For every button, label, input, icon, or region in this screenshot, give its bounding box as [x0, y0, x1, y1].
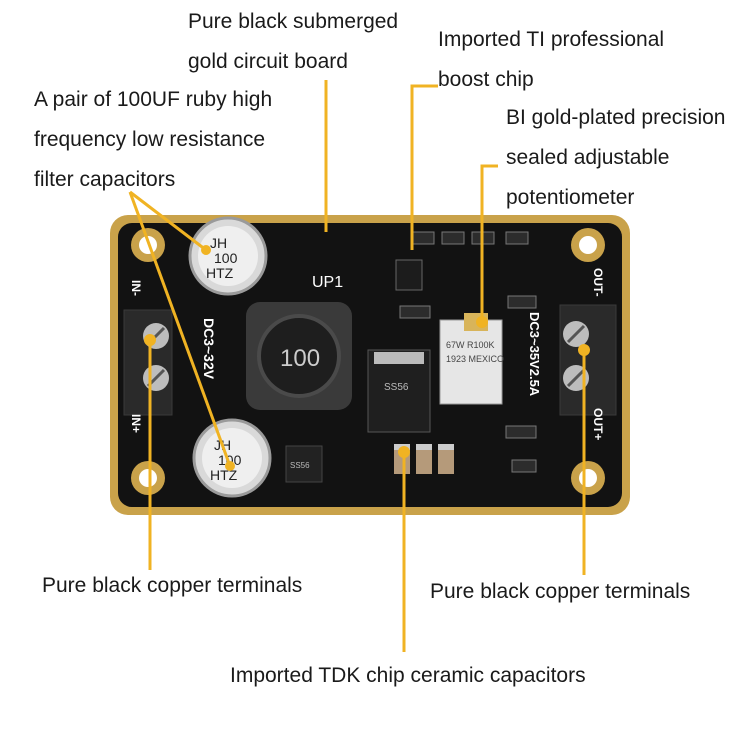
callout-dots: [144, 245, 590, 471]
cap-top-line3: HTZ: [206, 265, 234, 281]
right-terminal-block: [559, 304, 617, 416]
cap-bottom-line3: HTZ: [210, 467, 238, 483]
inductor-mark: 100: [280, 345, 320, 372]
cap-top-line1: JH: [210, 235, 227, 251]
in-minus-mark: IN-: [129, 280, 143, 296]
up1-mark: UP1: [312, 274, 343, 291]
callout-ceramic-caps: Imported TDK chip ceramic capacitors: [230, 664, 586, 687]
capacitor-top: [188, 216, 268, 296]
diode-mark: SS56: [384, 382, 409, 393]
callout-potentiometer: BI gold-plated precision sealed adjustab…: [506, 106, 726, 209]
callout-capacitors: A pair of 100UF ruby high frequency low …: [34, 88, 273, 191]
in-plus-mark: IN+: [129, 414, 143, 433]
cap-bottom-line2: 100: [218, 452, 242, 468]
callout-board: Pure black submerged gold circuit board: [188, 10, 399, 73]
capacitor-bottom: [192, 418, 272, 498]
pot-mark-1: 67W R100K: [446, 340, 495, 350]
callout-terminals-left: Pure black copper terminals: [42, 574, 303, 597]
input-range-mark: DC3~32V: [201, 318, 217, 380]
cap-top-line2: 100: [214, 250, 238, 266]
callout-lines: [128, 80, 586, 652]
potentiometer: [439, 319, 503, 405]
out-plus-mark: OUT+: [591, 408, 605, 440]
callout-terminals-right: Pure black copper terminals: [430, 580, 691, 603]
left-terminal-block: [123, 309, 173, 416]
callout-chip: Imported TI professional boost chip: [438, 28, 665, 91]
out-minus-mark: OUT-: [591, 268, 605, 297]
output-range-mark: DC3~35V2.5A: [527, 312, 542, 397]
inductor: [246, 302, 352, 410]
boost-chip: [395, 259, 423, 291]
small-chip-mark: SS56: [290, 461, 310, 470]
pot-mark-2: 1923 MEXICO: [446, 354, 504, 364]
small-chip: [285, 445, 323, 483]
